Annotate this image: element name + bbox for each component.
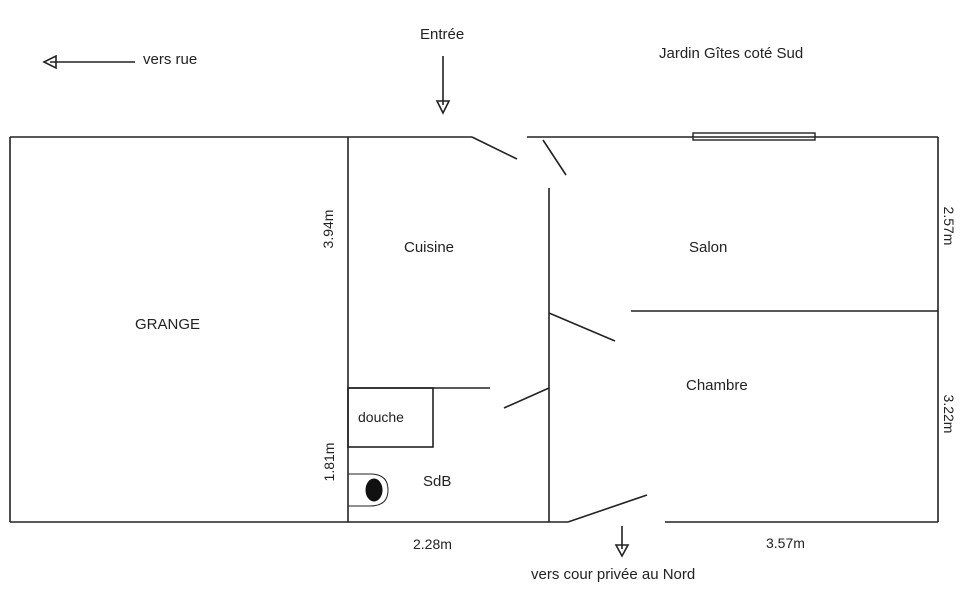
dim-bedroom-height: 3.22m [941,394,957,434]
doors [471,136,648,523]
arrow-north-courtyard [614,526,630,558]
toilet-seat-icon [364,477,384,503]
dim-bathroom-height: 1.81m [321,442,337,482]
bedroom-label: Chambre [686,377,748,394]
dim-bottom-right: 3.57m [766,535,805,551]
kitchen-label: Cuisine [404,239,455,256]
dim-salon-height: 2.57m [941,206,957,246]
arrow-to-street [42,54,135,70]
arrow-entrance [435,56,451,115]
bathroom-label: SdB [423,473,452,490]
living-room-label: Salon [689,239,728,256]
north-courtyard-label: vers cour privée au Nord [531,566,696,583]
entrance-label: Entrée [420,26,465,43]
barn-label: GRANGE [135,316,201,333]
outer-walls [9,136,939,523]
dim-bottom-left: 2.28m [413,536,452,552]
window [692,132,816,141]
shower-label: douche [358,409,404,425]
dim-kitchen-height: 3.94m [320,209,336,249]
interior-walls [347,137,938,522]
south-garden-label: Jardin Gîtes coté Sud [659,45,804,62]
to-street-label: vers rue [143,51,198,68]
shower-box [347,387,434,448]
toilet-icon [347,473,389,507]
